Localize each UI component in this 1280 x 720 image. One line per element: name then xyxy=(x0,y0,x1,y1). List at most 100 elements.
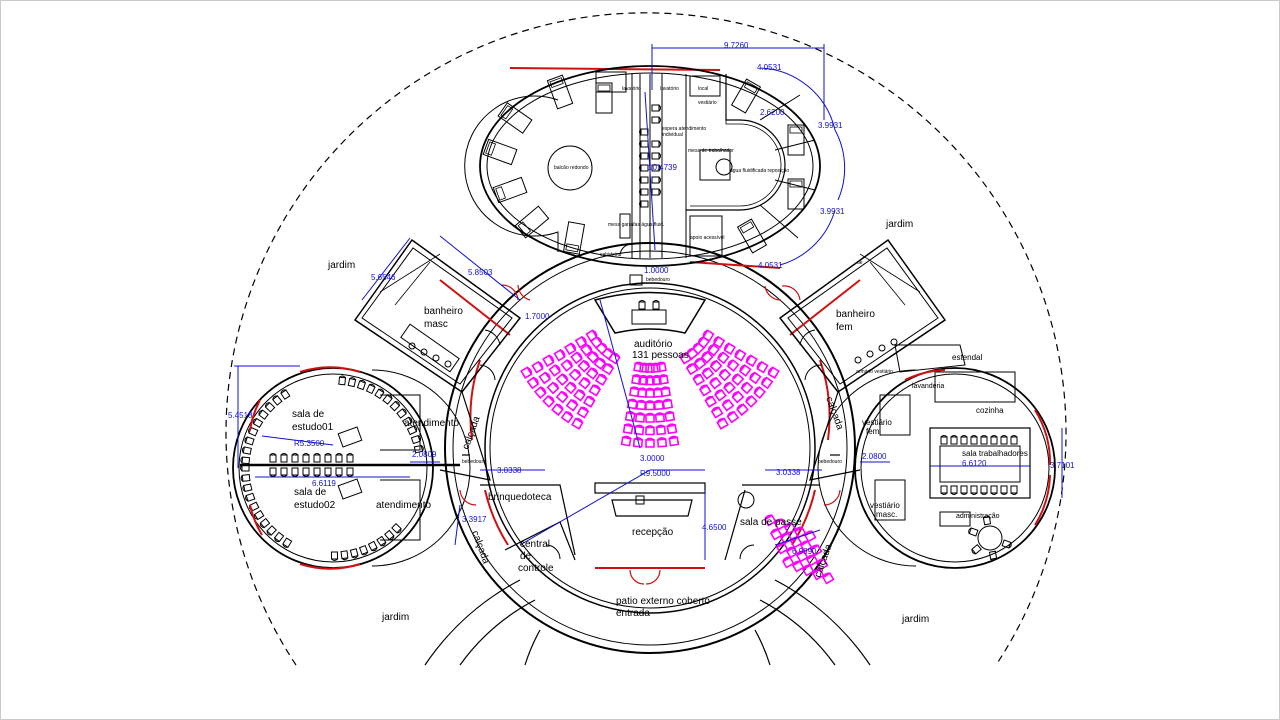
study-seat xyxy=(374,387,386,399)
study-seat xyxy=(265,525,277,537)
study-seat xyxy=(384,529,396,542)
label-sala-trabalhadores: sala trabalhadores xyxy=(962,449,1028,458)
auditorium-seat xyxy=(725,409,739,424)
label-estudo02-1: sala de xyxy=(294,487,327,498)
admin-seat xyxy=(980,435,988,445)
label-jardim-tr: jardim xyxy=(885,219,913,230)
auditorium-seat xyxy=(703,394,717,408)
dim-4053a: 4.0531 xyxy=(757,63,782,72)
label-bebedouro-r: bebedouro xyxy=(818,459,842,465)
study-seat xyxy=(359,545,369,557)
study-seat xyxy=(243,436,255,446)
label-banheiro-masc-1: banheiro xyxy=(424,306,463,317)
study-seat xyxy=(335,453,343,463)
dim-3993a: 3.9931 xyxy=(818,121,843,130)
study-seat xyxy=(368,540,379,553)
label-patio-1: patio externo coberto xyxy=(616,596,710,607)
study-seat xyxy=(324,467,332,477)
bathroom-masc xyxy=(353,238,522,394)
study-seat xyxy=(391,523,403,535)
auditorium-seat xyxy=(730,389,745,404)
door-swings-black xyxy=(479,243,823,560)
study-seat xyxy=(291,467,299,477)
admin-seat xyxy=(950,435,958,445)
label-vestiario-fem-2: fem xyxy=(866,427,880,436)
label-bebedouro-top: bebedouro xyxy=(646,277,670,283)
doors xyxy=(459,284,841,585)
auditorium-seat xyxy=(577,358,592,373)
pass-room-seat xyxy=(791,559,805,573)
auditorium-seat xyxy=(752,385,766,399)
study-seat xyxy=(346,467,354,477)
connectors xyxy=(439,391,861,481)
study-seats xyxy=(240,375,425,562)
study-seat xyxy=(271,394,283,406)
auditorium-seat xyxy=(553,348,567,362)
label-vestiario-fem-1: vestiário xyxy=(862,418,892,427)
label-auditorio-2: 131 pessoas xyxy=(632,350,689,361)
pass-room-seat xyxy=(781,555,795,569)
study-seat xyxy=(302,453,310,463)
study-seat xyxy=(389,399,402,412)
central-hall xyxy=(444,242,856,654)
study-seat xyxy=(313,453,321,463)
dim-1700: 1.7000 xyxy=(525,312,550,321)
label-calcada-bl: calçada xyxy=(469,529,491,566)
auditorium-seat xyxy=(735,402,749,416)
auditorium-seat xyxy=(710,405,724,419)
admin-seat xyxy=(1010,435,1018,445)
auditorium-seat xyxy=(551,402,565,416)
dim-6989: 6.9890 xyxy=(792,547,817,556)
admin-seat xyxy=(960,435,968,445)
study-seat xyxy=(335,467,343,477)
label-patio-2: entrada xyxy=(616,608,650,619)
auditorium-seat xyxy=(666,422,678,435)
auditorium-seat xyxy=(546,380,561,395)
study-seat xyxy=(279,388,291,400)
label-vestiario-small: vestiário xyxy=(698,100,717,106)
study-seat xyxy=(324,453,332,463)
auditorium-seat xyxy=(568,367,583,382)
admin-seat xyxy=(940,435,948,445)
study-red xyxy=(249,366,361,570)
dim-4053b: 4.0531 xyxy=(758,261,783,270)
label-mesa-garrafas: mesa garrafas água fluid. xyxy=(608,222,664,228)
study-seat xyxy=(365,382,377,395)
auditorium-seat xyxy=(633,361,645,373)
study-seat xyxy=(269,453,277,463)
auditorium-seat xyxy=(708,358,723,373)
admin-seat xyxy=(960,485,968,495)
study-seat xyxy=(338,375,347,386)
dim-6612: 6.6120 xyxy=(962,459,987,468)
dim-3033b: 3.0338 xyxy=(776,468,801,477)
auditorium-seat xyxy=(645,425,655,436)
auditorium-seat xyxy=(566,398,580,412)
dim-10473: 10.4739 xyxy=(648,163,677,172)
auditorium-seat xyxy=(526,375,541,389)
auditorium-seat xyxy=(573,388,587,402)
dim-3000: 3.0000 xyxy=(640,454,665,463)
top-block xyxy=(464,65,821,267)
admin-seat xyxy=(970,544,982,556)
study-seat xyxy=(356,379,367,391)
label-central-1: central xyxy=(520,539,550,550)
dim-5850: 5.8503 xyxy=(468,268,493,277)
label-estudo02-2: estudo02 xyxy=(294,500,336,511)
auditorium-seat xyxy=(654,411,666,423)
study-seat xyxy=(330,551,339,562)
auditorium-seat xyxy=(733,348,747,362)
admin-seat xyxy=(950,485,958,495)
label-espera-1: espera atendimento xyxy=(662,126,706,132)
admin-seat xyxy=(990,485,998,495)
auditorium-seat xyxy=(560,358,574,372)
study-seat xyxy=(340,550,349,561)
auditorium-seat xyxy=(701,328,715,342)
dim-2620: 2.6200 xyxy=(760,108,785,117)
admin-seat xyxy=(980,485,988,495)
auditorium-seat xyxy=(634,411,646,423)
entrance-paths xyxy=(424,579,871,666)
pass-room-seat xyxy=(769,527,783,541)
auditorium-seat xyxy=(576,405,590,419)
label-atendimento-2: atendimento xyxy=(376,500,431,511)
